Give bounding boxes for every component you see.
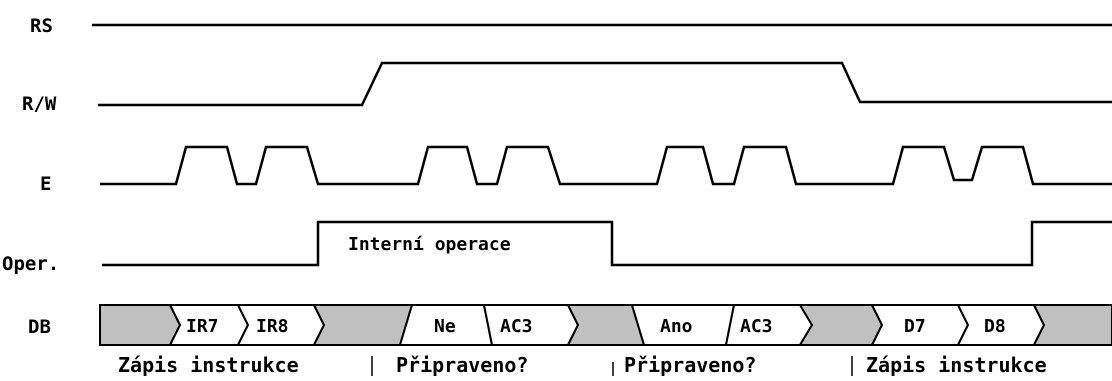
label-e: E [40,173,51,195]
db-grey-2 [312,304,414,346]
db-value-d8: D8 [984,316,1006,337]
db-grey-3 [566,304,646,346]
e-waveform [100,145,1112,186]
db-value-ne: Ne [434,316,456,337]
phase-4: Zápis instrukce [866,353,1047,377]
db-value-ano: Ano [660,316,693,337]
db-grey-4 [798,304,884,346]
label-oper: Oper. [2,253,59,275]
db-bus: IR7 IR8 Ne AC3 Ano AC3 D7 D8 [99,304,1112,346]
db-value-ir8: IR8 [256,316,289,337]
db-grey-1 [99,304,182,346]
phase-3: Připraveno? [624,353,756,377]
label-db: DB [28,316,51,338]
phase-2: Připraveno? [396,353,528,377]
rw-waveform [98,61,1112,107]
phase-1: Zápis instrukce [118,353,299,377]
db-value-ac3-a: AC3 [500,316,533,337]
oper-waveform [102,220,1112,267]
oper-label-internal: Interní operace [348,234,511,255]
db-grey-5 [1032,304,1112,346]
db-value-ac3-b: AC3 [740,316,773,337]
db-value-d7: D7 [904,316,926,337]
db-value-ir7: IR7 [186,316,219,337]
label-rw: R/W [22,93,57,115]
label-rs: RS [30,15,53,37]
